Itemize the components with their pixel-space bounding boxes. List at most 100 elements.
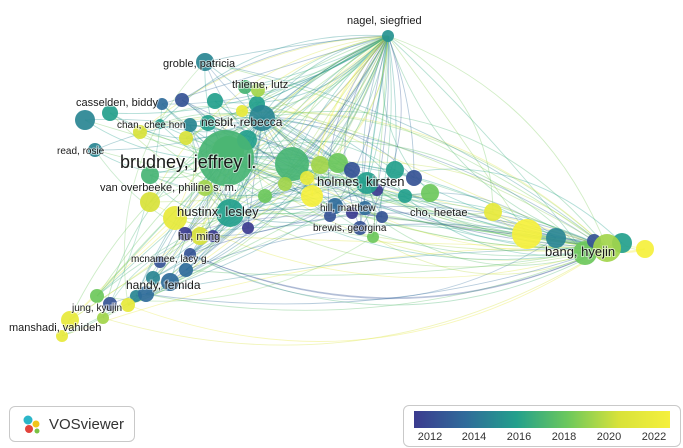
network-link xyxy=(387,35,397,171)
author-node-thieme[interactable] xyxy=(251,83,265,97)
network-link xyxy=(139,112,263,133)
network-node[interactable] xyxy=(386,161,404,179)
network-node[interactable] xyxy=(301,185,323,207)
network-node[interactable] xyxy=(398,189,412,203)
network-node[interactable] xyxy=(258,189,272,203)
network-link xyxy=(229,183,406,214)
network-node[interactable] xyxy=(278,177,292,191)
author-node-jung[interactable] xyxy=(103,297,117,311)
network-link xyxy=(214,35,389,104)
network-node[interactable] xyxy=(238,80,252,94)
network-node[interactable] xyxy=(200,115,216,131)
author-node-manshadi[interactable] xyxy=(61,311,79,329)
author-node-bang[interactable] xyxy=(593,234,621,262)
network-node[interactable] xyxy=(56,330,68,342)
network-node[interactable] xyxy=(346,207,358,219)
network-link xyxy=(376,35,390,191)
network-node[interactable] xyxy=(421,184,439,202)
network-node[interactable] xyxy=(138,286,154,302)
network-node[interactable] xyxy=(179,263,193,277)
network-node[interactable] xyxy=(328,153,348,173)
network-node[interactable] xyxy=(327,198,343,214)
network-node[interactable] xyxy=(406,170,422,186)
network-link xyxy=(329,35,389,217)
author-node-nagel[interactable] xyxy=(382,30,394,42)
author-label-vanoverbeeke: van overbeeke, philine s. m. xyxy=(100,182,237,194)
vosviewer-logo-icon xyxy=(23,415,40,434)
network-link xyxy=(61,215,331,337)
network-node[interactable] xyxy=(179,131,193,145)
network-node[interactable] xyxy=(75,110,95,130)
network-node[interactable] xyxy=(191,227,209,245)
network-link xyxy=(69,212,231,321)
network-node[interactable] xyxy=(324,210,336,222)
author-node-hill[interactable] xyxy=(358,201,372,215)
network-node[interactable] xyxy=(141,166,159,184)
network-node[interactable] xyxy=(546,228,566,248)
author-node-chan[interactable] xyxy=(155,119,165,129)
network-link xyxy=(123,61,206,306)
network-link xyxy=(311,35,389,197)
network-link xyxy=(387,35,608,249)
network-node[interactable] xyxy=(90,289,104,303)
vosviewer-brand[interactable]: VOSviewer xyxy=(9,406,135,442)
author-node-read[interactable] xyxy=(88,143,102,157)
network-link xyxy=(261,117,595,242)
network-link xyxy=(351,169,608,249)
author-label-jung: jung, kyujin xyxy=(71,303,122,314)
network-link xyxy=(204,187,608,252)
author-label-holmes: holmes, kirsten xyxy=(317,174,404,189)
network-node[interactable] xyxy=(175,93,189,107)
network-link xyxy=(189,247,608,306)
legend-gradient-bar xyxy=(414,411,670,428)
network-node[interactable] xyxy=(121,298,135,312)
author-node-brewis[interactable] xyxy=(353,221,367,235)
network-node[interactable] xyxy=(207,230,219,242)
network-node[interactable] xyxy=(636,240,654,258)
network-node[interactable] xyxy=(97,312,109,324)
network-link xyxy=(185,117,263,271)
network-link xyxy=(184,35,389,235)
network-link xyxy=(337,161,608,249)
network-node[interactable] xyxy=(183,118,197,132)
network-node[interactable] xyxy=(102,105,118,121)
network-node[interactable] xyxy=(367,231,379,243)
network-node[interactable] xyxy=(242,222,254,234)
author-label-nagel: nagel, siegfried xyxy=(347,15,422,27)
network-node[interactable] xyxy=(512,219,542,249)
author-label-mcnamee: mcnamee, lacy g. xyxy=(131,254,209,265)
author-node-holmes[interactable] xyxy=(356,172,378,194)
author-node-hu[interactable] xyxy=(178,227,192,241)
network-node[interactable] xyxy=(311,156,329,174)
network-link xyxy=(247,199,494,229)
author-node-vanoverbeeke[interactable] xyxy=(197,180,213,196)
network-node[interactable] xyxy=(236,105,248,117)
network-node[interactable] xyxy=(163,206,187,230)
network-node[interactable] xyxy=(140,192,160,212)
network-node[interactable] xyxy=(146,271,160,285)
network-node[interactable] xyxy=(207,93,223,109)
network-link xyxy=(102,103,163,319)
author-node-brudney[interactable] xyxy=(198,130,254,186)
network-link xyxy=(344,35,389,229)
author-node-nesbit[interactable] xyxy=(249,105,275,131)
network-link xyxy=(337,35,389,164)
author-node-handy[interactable] xyxy=(161,273,179,291)
author-node-hustinx[interactable] xyxy=(216,199,244,227)
network-link xyxy=(334,205,608,250)
network-node[interactable] xyxy=(154,256,166,268)
network-link xyxy=(94,117,263,151)
network-node[interactable] xyxy=(300,171,314,185)
network-node[interactable] xyxy=(133,125,147,139)
network-node[interactable] xyxy=(376,211,388,223)
network-link xyxy=(227,151,608,261)
author-label-cho: cho, heetae xyxy=(410,207,468,219)
author-node-groble[interactable] xyxy=(196,53,214,71)
network-node[interactable] xyxy=(344,162,360,178)
author-node-mcnamee[interactable] xyxy=(184,248,196,260)
author-node-casselden[interactable] xyxy=(156,98,168,110)
author-node-cho[interactable] xyxy=(484,203,502,221)
network-node[interactable] xyxy=(275,147,309,181)
network-link xyxy=(161,35,389,105)
